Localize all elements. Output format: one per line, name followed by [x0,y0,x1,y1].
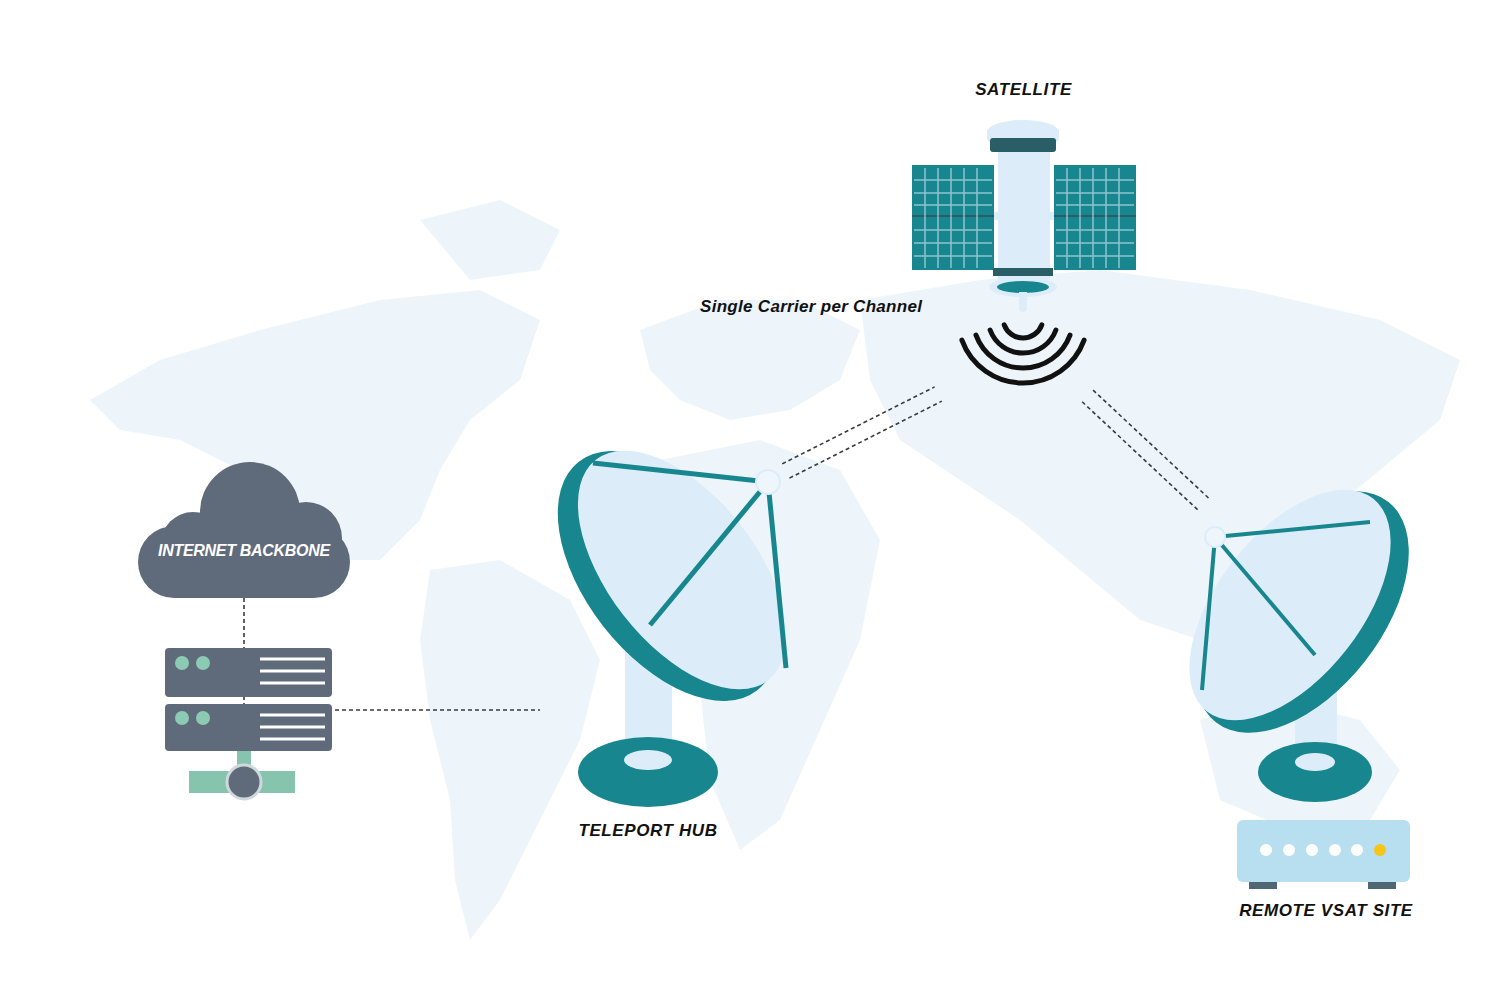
dashed-link [1093,390,1209,498]
satellite-icon [912,120,1136,312]
dashed-link [789,401,941,478]
remote-dish [1150,452,1451,802]
link-connector [1082,390,1209,510]
vsat-router [1237,820,1410,889]
dashed-link [1082,402,1198,510]
site-node: SATELLITE [910,118,1137,385]
dashed-link [782,387,934,464]
signal-waves [962,325,1084,383]
site-label: SATELLITE [975,80,1072,100]
link-connector [782,387,942,478]
site-node: REMOTE VSAT SITE [1195,515,1430,930]
cloud-shape [138,460,350,598]
server-icon [165,648,332,799]
continents [90,200,1460,940]
hub-dish [514,411,826,807]
cloud-node: INTERNET BACKBONE [138,460,350,598]
cloud-label: INTERNET BACKBONE [158,542,330,560]
site-label: REMOTE VSAT SITE [1239,901,1413,921]
site-label: TELEPORT HUB [578,821,717,841]
channel-label: Single Carrier per Channel [700,297,922,317]
site-node: TELEPORT HUB [540,480,790,850]
